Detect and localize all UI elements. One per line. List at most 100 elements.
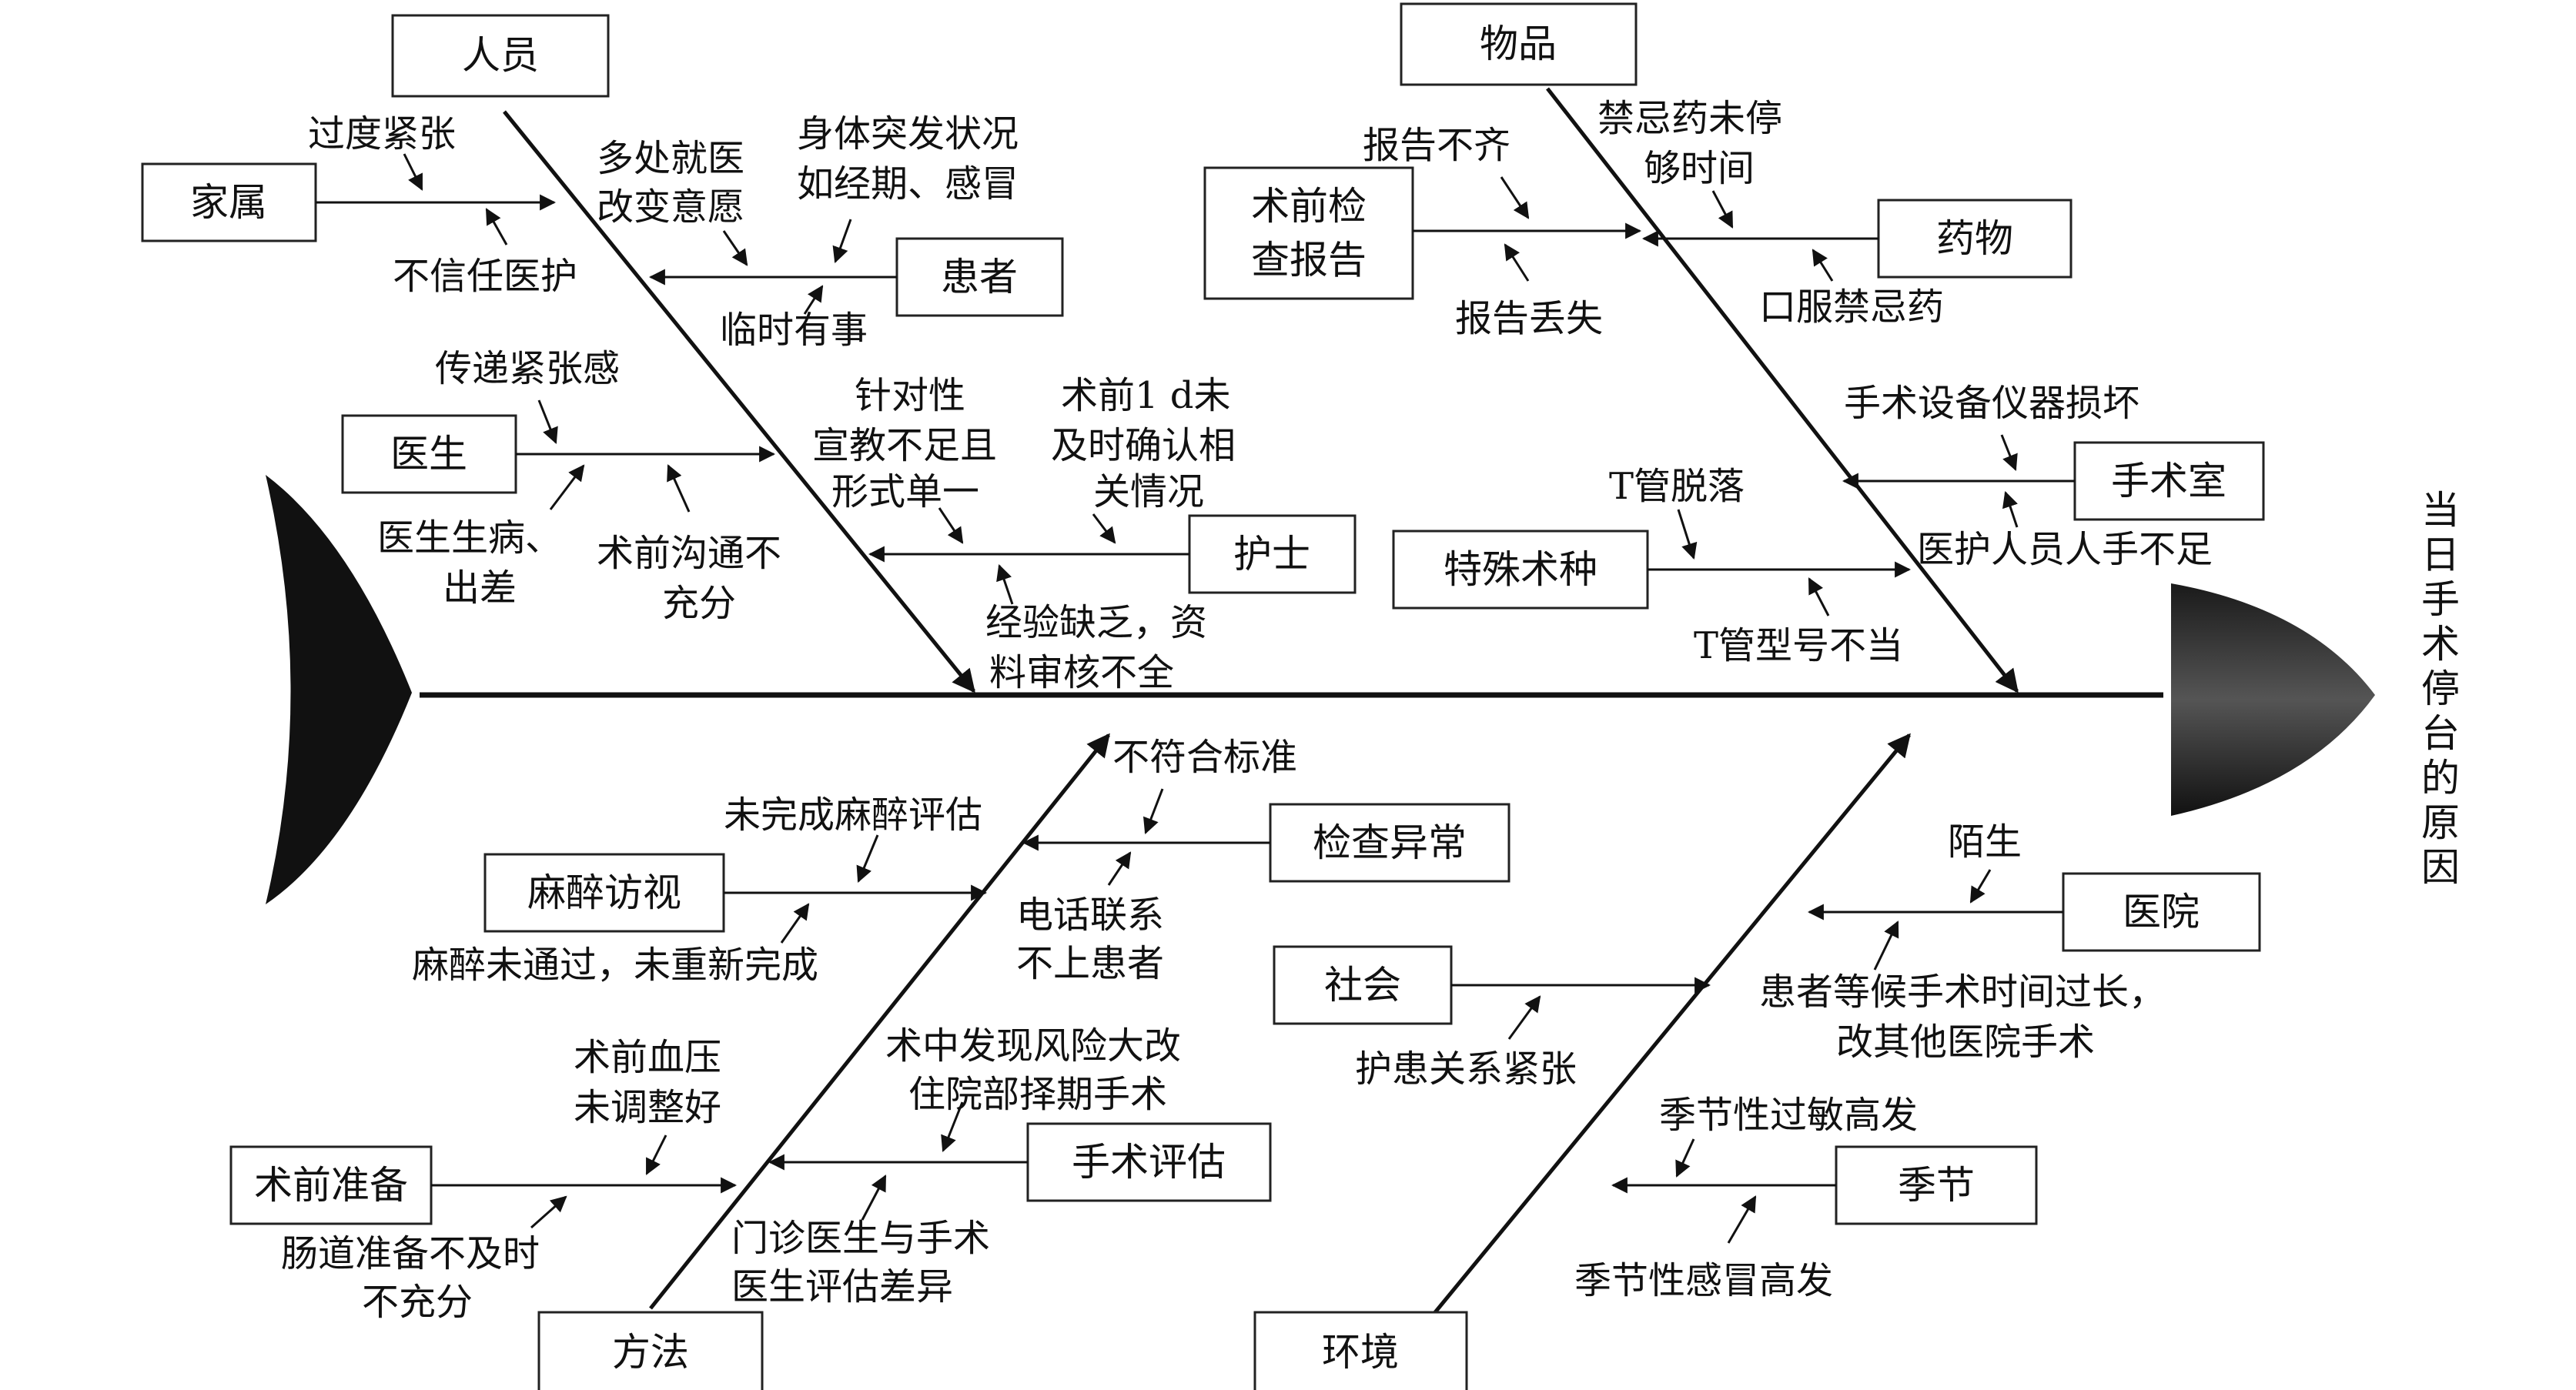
arrow-stranger — [1969, 869, 1992, 904]
cause-not-confirmed-1: 术前1 d未 — [1061, 374, 1231, 417]
arrow-distrust — [485, 208, 508, 246]
cause-multi-visit-2: 改变意愿 — [597, 185, 744, 229]
effect-char: 日 — [2421, 533, 2460, 577]
effect-char: 因 — [2421, 845, 2460, 890]
arrow-report-lost — [1504, 243, 1530, 282]
effect-char: 停 — [2421, 667, 2460, 711]
cause-report-lost: 报告丢失 — [1455, 297, 1603, 340]
bone-people — [503, 110, 975, 693]
arrow-long-wait — [1873, 921, 1899, 971]
arrow-staff-shortage — [2002, 491, 2019, 528]
arrow-bowel-prep — [530, 1195, 567, 1229]
fish-head — [2171, 583, 2375, 816]
arrow-temp-business — [803, 285, 824, 315]
arrow-anes-not-done — [856, 834, 879, 883]
cause-oral-drug: 口服禁忌药 — [1759, 286, 1944, 329]
cause-long-wait-2: 改其他医院手术 — [1836, 1021, 2095, 1064]
effect-char: 台 — [2421, 711, 2460, 756]
arrow-high-risk — [941, 1101, 964, 1152]
cause-convey-tension: 传递紧张感 — [435, 347, 620, 390]
cause-drug-not-stopped-2: 够时间 — [1644, 147, 1755, 190]
cause-report-incomplete: 报告不齐 — [1363, 124, 1510, 167]
effect-char: 的 — [2421, 756, 2460, 800]
category-environment-label: 环境 — [1322, 1330, 1399, 1375]
cause-poor-communication-2: 充分 — [662, 582, 736, 625]
arrow-equipment-broken — [2000, 434, 2018, 471]
cause-phone-fail-1: 电话联系 — [1016, 894, 1164, 937]
effect-char: 术 — [2421, 622, 2460, 667]
box-nurse-label: 护士 — [1233, 532, 1310, 576]
cause-bowel-prep-1: 肠道准备不及时 — [281, 1232, 540, 1275]
box-doctor-label: 医生 — [390, 432, 467, 476]
category-methods: 方法 — [537, 1311, 764, 1390]
arrow-anes-not-passed — [780, 903, 810, 944]
box-drug: 药物 — [1877, 199, 2073, 279]
box-or-room-label: 手术室 — [2111, 459, 2226, 503]
box-hospital-label: 医院 — [2123, 890, 2200, 934]
box-season: 季节 — [1835, 1145, 2038, 1225]
cause-phone-fail-2: 不上患者 — [1016, 942, 1164, 985]
box-patient-label: 患者 — [941, 255, 1018, 299]
cause-excessive-tension: 过度紧张 — [308, 112, 456, 155]
cause-anes-not-done: 未完成麻醉评估 — [724, 794, 982, 837]
effect-char: 原 — [2421, 800, 2460, 845]
box-special-surgery-label: 特殊术种 — [1444, 547, 1597, 592]
cause-doctor-sick-2: 出差 — [443, 566, 517, 610]
fish-tail — [266, 475, 412, 904]
box-preop-report-line1: 术前检 — [1251, 184, 1367, 229]
cause-equipment-broken: 手术设备仪器损坏 — [1844, 382, 2139, 425]
arrow-not-confirmed — [1092, 513, 1116, 544]
arrow-lack-experience — [996, 564, 1014, 605]
box-nurse: 护士 — [1188, 514, 1357, 594]
box-hospital: 医院 — [2062, 872, 2261, 952]
arrow-poor-communication — [667, 464, 691, 513]
box-anesthesia-visit-label: 麻醉访视 — [527, 870, 681, 915]
box-preop-prep-label: 术前准备 — [254, 1163, 408, 1208]
cause-high-risk-2: 住院部择期手术 — [908, 1073, 1167, 1116]
box-exam-abnormal: 检查异常 — [1269, 803, 1510, 883]
arrow-convey-tension — [537, 399, 558, 444]
arrow-t-tube-model — [1808, 577, 1830, 616]
box-drug-label: 药物 — [1936, 216, 2013, 261]
cause-bowel-prep-2: 不充分 — [362, 1281, 473, 1324]
arrow-phone-fail — [1107, 851, 1132, 886]
category-people: 人员 — [391, 14, 610, 98]
category-people-label: 人员 — [462, 33, 539, 78]
box-exam-abnormal-label: 检查异常 — [1313, 820, 1467, 865]
arrow-oral-drug — [1812, 249, 1834, 282]
cause-lack-experience-1: 经验缺乏，资 — [985, 601, 1207, 644]
box-or-room: 手术室 — [2073, 441, 2265, 521]
cause-eval-diff-1: 门诊医生与手术 — [731, 1217, 990, 1260]
arrow-seasonal-flu — [1727, 1195, 1757, 1244]
arrow-seasonal-allergy — [1675, 1138, 1695, 1178]
box-anesthesia-visit: 麻醉访视 — [483, 853, 725, 933]
bone-methods — [649, 733, 1110, 1310]
cause-sudden-condition-2: 如经期、感冒 — [797, 162, 1019, 205]
cause-doctor-sick-1: 医生生病、 — [377, 516, 562, 560]
box-special-surgery: 特殊术种 — [1392, 530, 1649, 610]
effect-char: 手 — [2421, 577, 2460, 622]
category-environment: 环境 — [1253, 1311, 1468, 1390]
cause-seasonal-allergy: 季节性过敏高发 — [1659, 1094, 1918, 1137]
arrow-tense-relation — [1507, 995, 1541, 1040]
cause-t-tube-off: T管脱落 — [1609, 465, 1745, 508]
category-materials: 物品 — [1400, 2, 1638, 86]
box-family: 家属 — [141, 162, 317, 242]
cause-tense-relation: 护患关系紧张 — [1355, 1048, 1577, 1091]
cause-bp-not-adjusted-1: 术前血压 — [574, 1036, 721, 1079]
box-surgery-eval-label: 手术评估 — [1072, 1140, 1226, 1185]
box-society-label: 社会 — [1324, 963, 1401, 1007]
cause-multi-visit-1: 多处就医 — [597, 137, 744, 180]
arrow-not-standard — [1143, 788, 1164, 834]
cause-bp-not-adjusted-2: 未调整好 — [574, 1086, 721, 1129]
cause-eval-diff-2: 医生评估差异 — [731, 1265, 953, 1308]
box-family-label: 家属 — [190, 180, 267, 225]
effect-char: 当 — [2421, 488, 2460, 533]
arrow-report-incomplete — [1500, 176, 1530, 219]
arrow-multi-visit — [722, 230, 748, 266]
box-society: 社会 — [1273, 945, 1453, 1025]
category-materials-label: 物品 — [1480, 22, 1557, 66]
cause-education-2: 宣教不足且 — [812, 424, 997, 467]
